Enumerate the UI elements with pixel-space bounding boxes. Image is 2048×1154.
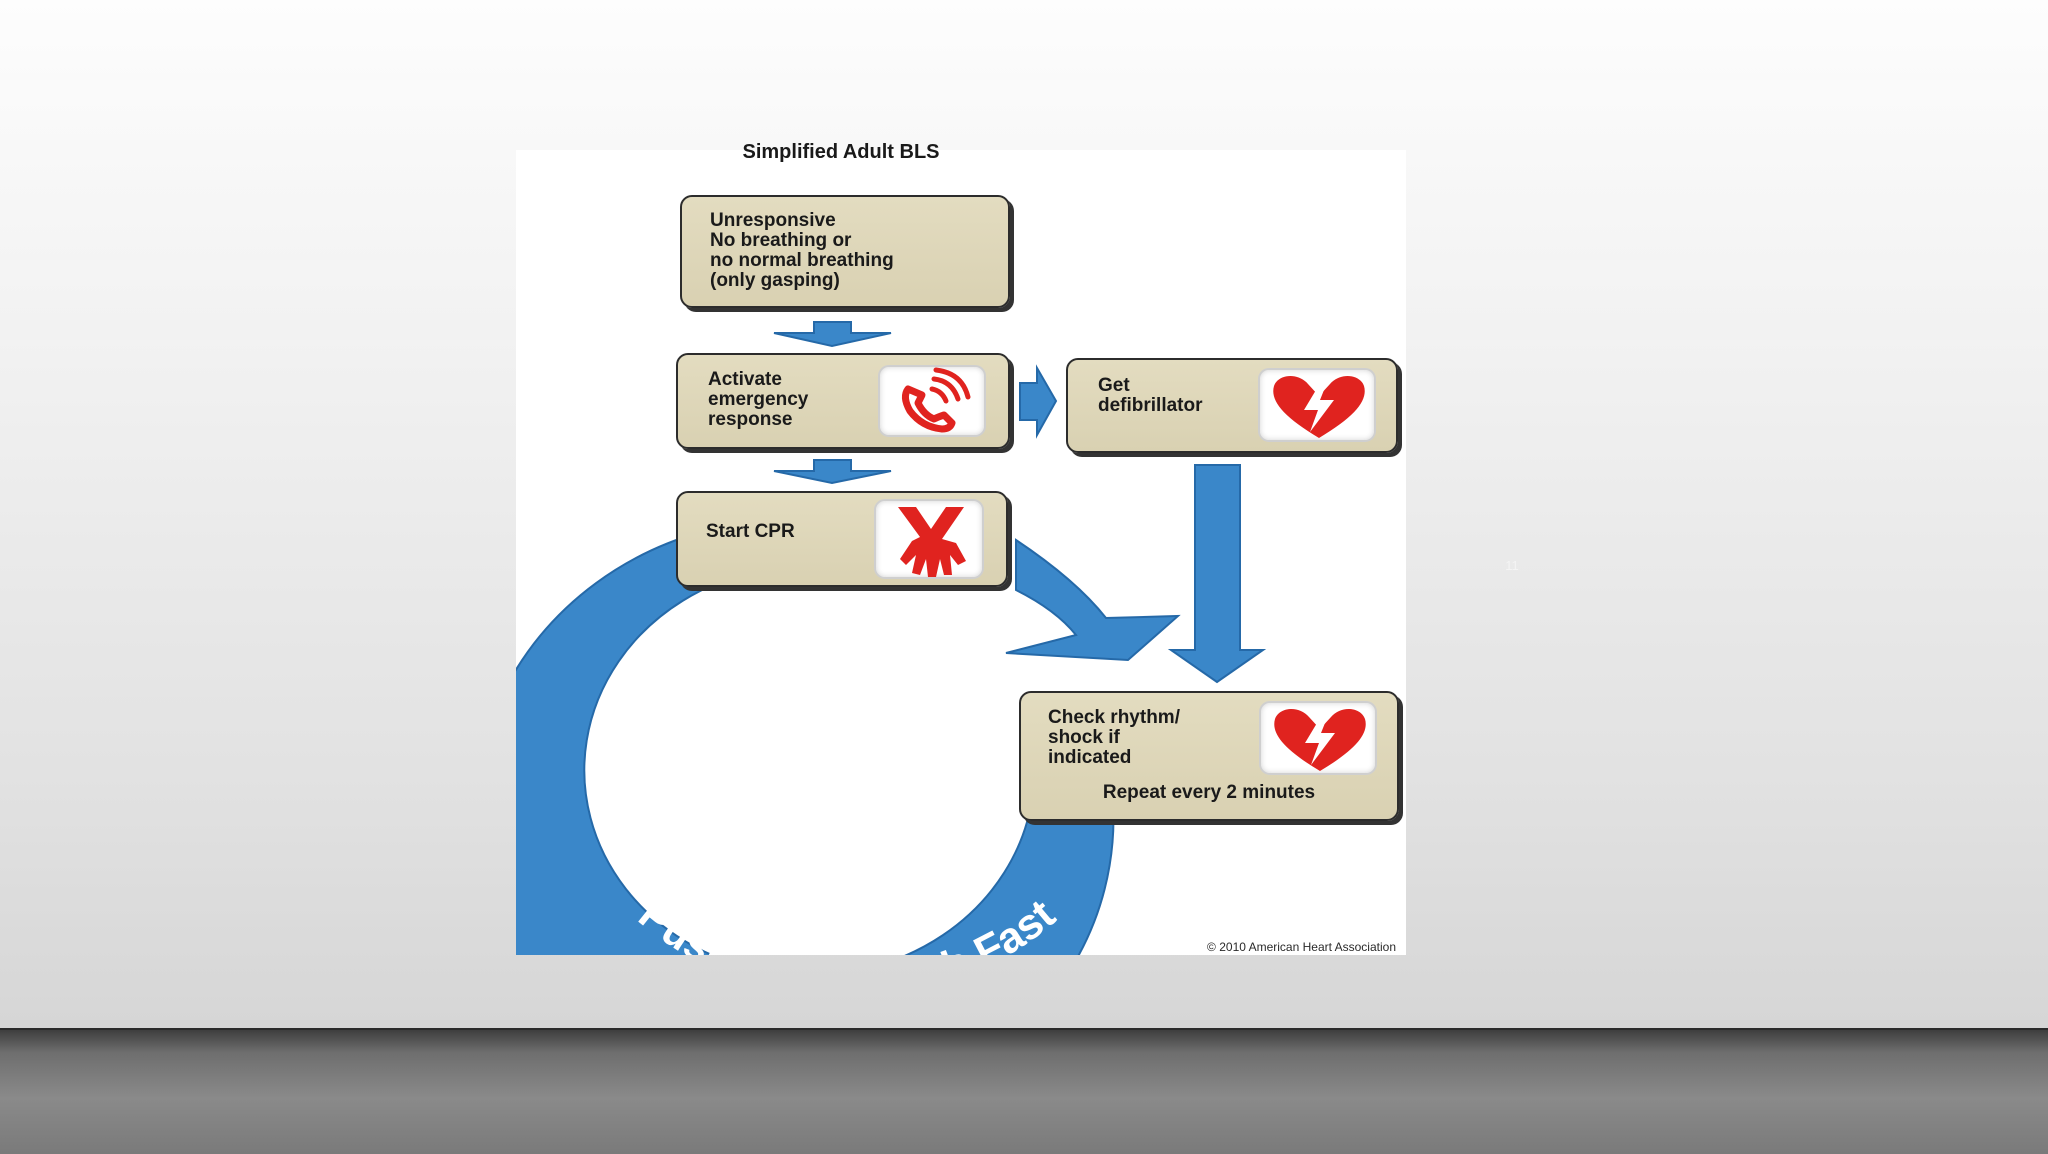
step-activate: Activate emergency response <box>676 353 1010 449</box>
down-arrow-2 <box>773 459 892 485</box>
defibrillator-tile <box>1258 368 1376 442</box>
copyright: © 2010 American Heart Association <box>1207 940 1396 954</box>
step-activate-text: Activate emergency response <box>708 369 809 430</box>
figure-title: Simplified Adult BLS <box>742 141 940 163</box>
phone-icon <box>901 367 971 433</box>
slide-number: 11 <box>1505 558 1519 573</box>
bls-figure: Push Hard • Push Fast Simplified Adult B… <box>516 141 1406 955</box>
cpr-to-check-arrow <box>1005 538 1181 662</box>
check-defibrillator-tile <box>1259 701 1377 775</box>
cpr-loop-arrow <box>516 530 1115 955</box>
cpr-tile <box>874 499 984 579</box>
step-defibrillator-text: Get defibrillator <box>1098 375 1203 416</box>
step-check-text: Check rhythm/ shock if indicated <box>1048 707 1180 768</box>
step-cpr-text: Start CPR <box>706 521 795 542</box>
defib-to-check-arrow <box>1167 464 1267 684</box>
right-arrow <box>1019 364 1058 439</box>
step-unresponsive-text: Unresponsive No breathing or no normal b… <box>710 210 894 291</box>
aed-heart-icon <box>1273 375 1365 438</box>
phone-tile <box>878 365 986 437</box>
aed-heart-icon <box>1274 708 1366 771</box>
flow-arrows: Push Hard • Push Fast <box>516 321 1267 955</box>
down-arrow-1 <box>773 321 892 348</box>
step-defibrillator: Get defibrillator <box>1066 358 1398 453</box>
step-unresponsive: Unresponsive No breathing or no normal b… <box>680 195 1010 308</box>
repeat-note: Repeat every 2 minutes <box>1102 782 1316 803</box>
cpr-hands-icon <box>898 507 966 577</box>
floor-band <box>0 1028 2048 1154</box>
step-cpr: Start CPR <box>676 491 1008 587</box>
step-check-rhythm: Check rhythm/ shock if indicated Repeat … <box>1019 691 1399 821</box>
